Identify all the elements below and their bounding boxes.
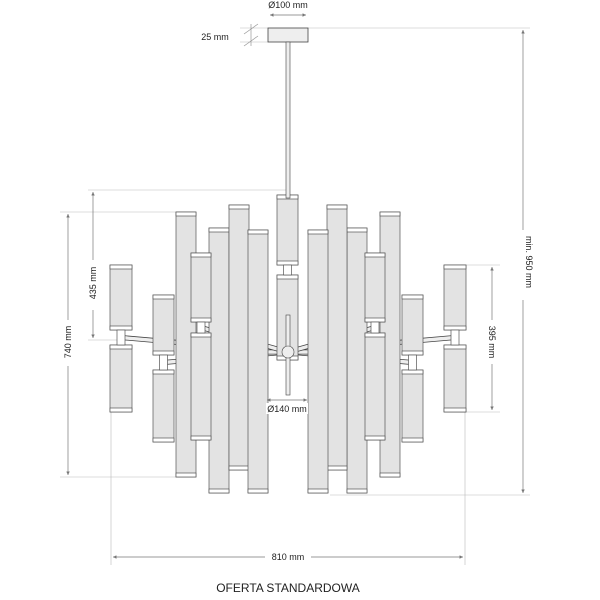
tube-segment [190,252,212,323]
tube-cap [247,229,269,235]
glass-tube [247,229,269,494]
tube-segment [401,369,424,443]
glass-tube [443,264,467,413]
tube-joint [370,321,380,334]
tube-segment [443,344,467,413]
tube-cap [346,227,368,233]
tube-cap [175,211,197,217]
glass-tube [109,264,133,413]
canopy-and-rod [267,27,309,396]
glass-tube [228,204,250,471]
tube-segment [109,344,133,413]
tube-segment [364,252,386,323]
tube-segment [307,229,329,494]
tube-segment [247,229,269,494]
tube-cap [190,317,212,323]
tube-cap [443,325,467,331]
glass-tube [190,252,212,441]
tube-cap [276,260,299,266]
glass-tube [346,227,368,494]
tube-segment [208,227,230,494]
width-label: 810 mm [272,552,305,562]
tube-cap [190,332,212,338]
tube-cap [109,264,133,270]
tube-cap [443,264,467,270]
tube-cap [401,350,424,356]
tube-cap [175,472,197,478]
upper-height-label: 435 mm [88,267,98,300]
tube-cap [379,211,401,217]
tube-cap [228,465,250,471]
glass-tube [152,294,175,443]
tube-segment [109,264,133,331]
total-height-label: min. 950 mm [524,236,534,288]
tube-cap [379,472,401,478]
tube-cap [190,252,212,258]
tube-segment [190,332,212,441]
glass-tube [401,294,424,443]
tube-joint [408,354,417,371]
glass-tube [307,229,329,494]
tube-segment [364,332,386,441]
tube-cap [364,435,386,441]
tube-cap [190,435,212,441]
tube-segment [152,369,175,443]
tube-cap [364,252,386,258]
canopy-height-label: 25 mm [201,32,229,42]
side-height-label: 395 mm [487,326,497,359]
glass-tube [364,252,386,441]
tube-segment [443,264,467,331]
tube-cap [109,325,133,331]
tube-joint [450,329,460,346]
tube-segment [228,204,250,471]
tube-cap [401,437,424,443]
tube-segment [326,204,348,471]
tube-cap [346,488,368,494]
tube-joint [196,321,206,334]
tube-cap [364,332,386,338]
tube-segment [152,294,175,356]
tube-cap [401,369,424,375]
tube-cap [276,274,299,280]
center-diameter-label: Ø140 mm [267,404,307,414]
tube-cap [443,407,467,413]
tube-cap [109,344,133,350]
tube-segment [401,294,424,356]
body-height-label: 740 mm [63,326,73,359]
tube-cap [401,294,424,300]
suspension-rod [285,41,291,199]
tube-cap [247,488,269,494]
tube-cap [326,204,348,210]
tube-cap [109,407,133,413]
center-hub [281,345,295,359]
canopy [267,27,309,43]
glass-tubes [109,194,467,494]
tube-segment [346,227,368,494]
tube-cap [307,229,329,235]
tube-cap [152,437,175,443]
tube-joint [159,354,168,371]
tube-cap [208,488,230,494]
tube-joint [283,264,292,276]
tube-cap [326,465,348,471]
tube-cap [152,294,175,300]
tube-cap [152,369,175,375]
tube-cap [307,488,329,494]
caption: OFERTA STANDARDOWA [216,581,360,595]
tube-joint [116,329,126,346]
tube-cap [443,344,467,350]
tube-segment [276,194,299,266]
tube-cap [208,227,230,233]
tube-cap [228,204,250,210]
tube-cap [364,317,386,323]
tube-cap [152,350,175,356]
glass-tube [326,204,348,471]
glass-tube [208,227,230,494]
canopy-diameter-label: Ø100 mm [268,0,308,10]
